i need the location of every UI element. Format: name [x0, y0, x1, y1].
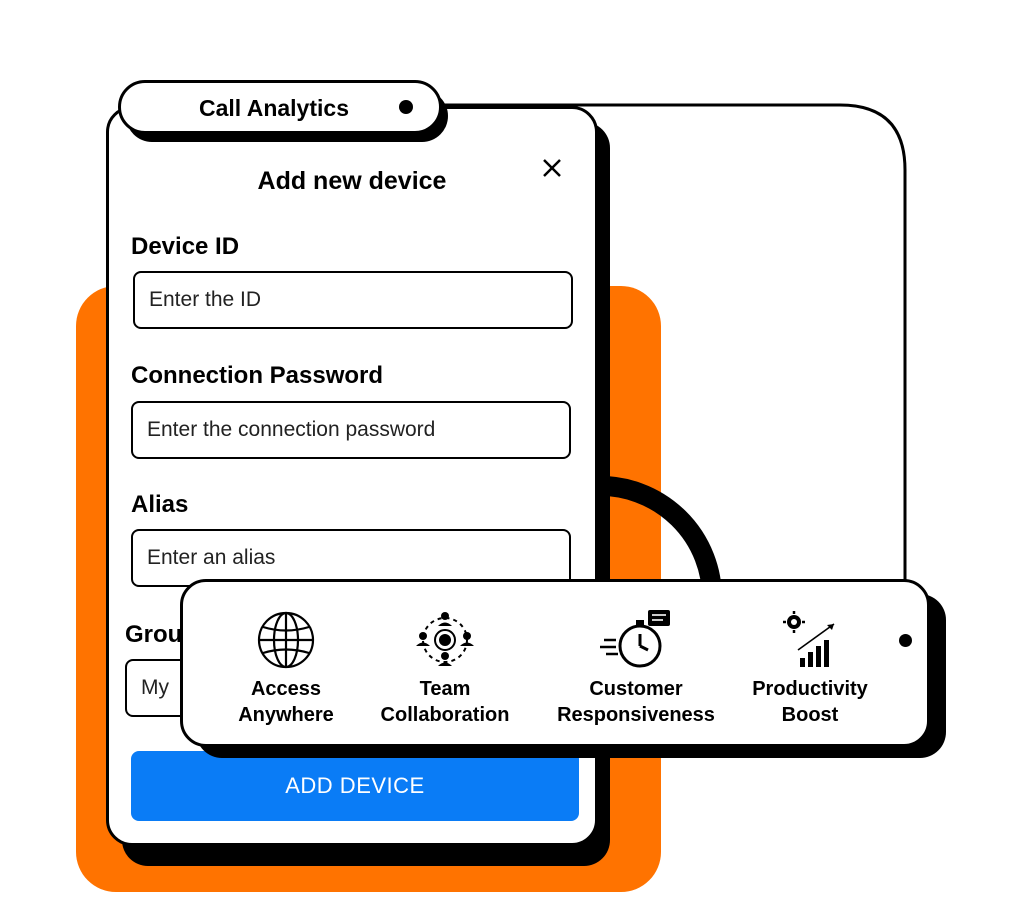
feature-label: Team Collaboration — [380, 678, 510, 726]
feature-team-collaboration: Team Collaboration — [350, 610, 540, 728]
team-icon — [416, 612, 474, 666]
device-id-label: Device ID — [131, 233, 240, 260]
features-card: Access Anywhere Team Collaboration — [180, 579, 930, 747]
feature-label: Productivity Boost — [752, 678, 868, 726]
connector-line — [405, 103, 907, 638]
feature-label: Access Anywhere — [238, 678, 334, 726]
close-icon[interactable] — [539, 155, 565, 181]
decorative-arc — [595, 475, 723, 601]
call-analytics-pill: Call Analytics — [118, 80, 442, 134]
connection-password-input[interactable] — [131, 401, 571, 459]
alias-input[interactable] — [131, 529, 571, 587]
call-analytics-label: Call Analytics — [199, 95, 349, 121]
group-label: Grou — [125, 621, 183, 648]
globe-icon — [257, 611, 315, 669]
feature-productivity-boost: Productivity Boost — [715, 610, 905, 728]
modal-title: Add new device — [257, 167, 447, 195]
connection-password-label: Connection Password — [131, 362, 384, 389]
connector-dot — [899, 634, 912, 647]
stopwatch-icon — [600, 610, 670, 668]
growth-chart-icon — [783, 611, 835, 667]
device-id-input[interactable] — [133, 271, 573, 329]
feature-customer-responsiveness: Customer Responsiveness — [541, 610, 731, 728]
connector-dot — [399, 100, 413, 114]
feature-access-anywhere: Access Anywhere — [191, 610, 381, 728]
feature-label: Customer Responsiveness — [557, 678, 715, 726]
add-device-button[interactable]: ADD DEVICE — [131, 751, 579, 821]
alias-label: Alias — [131, 491, 189, 518]
